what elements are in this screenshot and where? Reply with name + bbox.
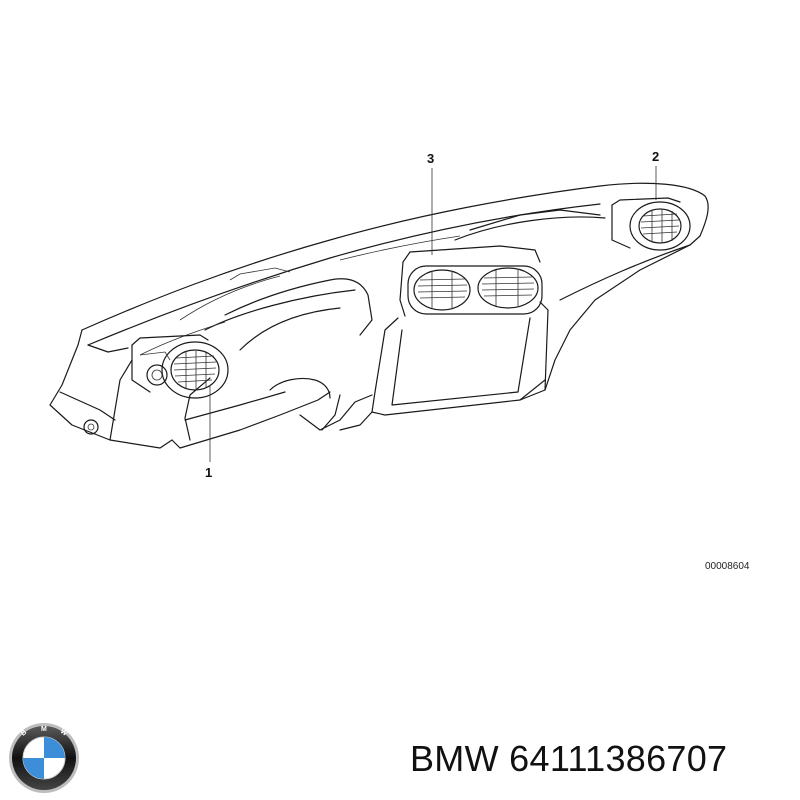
right-air-vent xyxy=(611,197,691,251)
bmw-logo: B M W xyxy=(9,723,79,793)
svg-text:M: M xyxy=(41,726,47,733)
drawing-code: 00008604 xyxy=(705,561,750,572)
brand-part-number: BMW 64111386707 xyxy=(410,738,728,779)
callout-1: 1 xyxy=(205,465,212,480)
callout-2: 2 xyxy=(652,149,659,164)
svg-text:W: W xyxy=(59,728,69,738)
leader-lines xyxy=(209,166,657,462)
callout-3: 3 xyxy=(427,151,434,166)
dashboard-outline xyxy=(49,182,709,449)
center-air-vent xyxy=(399,245,543,317)
left-air-vent xyxy=(131,334,229,399)
svg-text:B: B xyxy=(20,729,28,738)
